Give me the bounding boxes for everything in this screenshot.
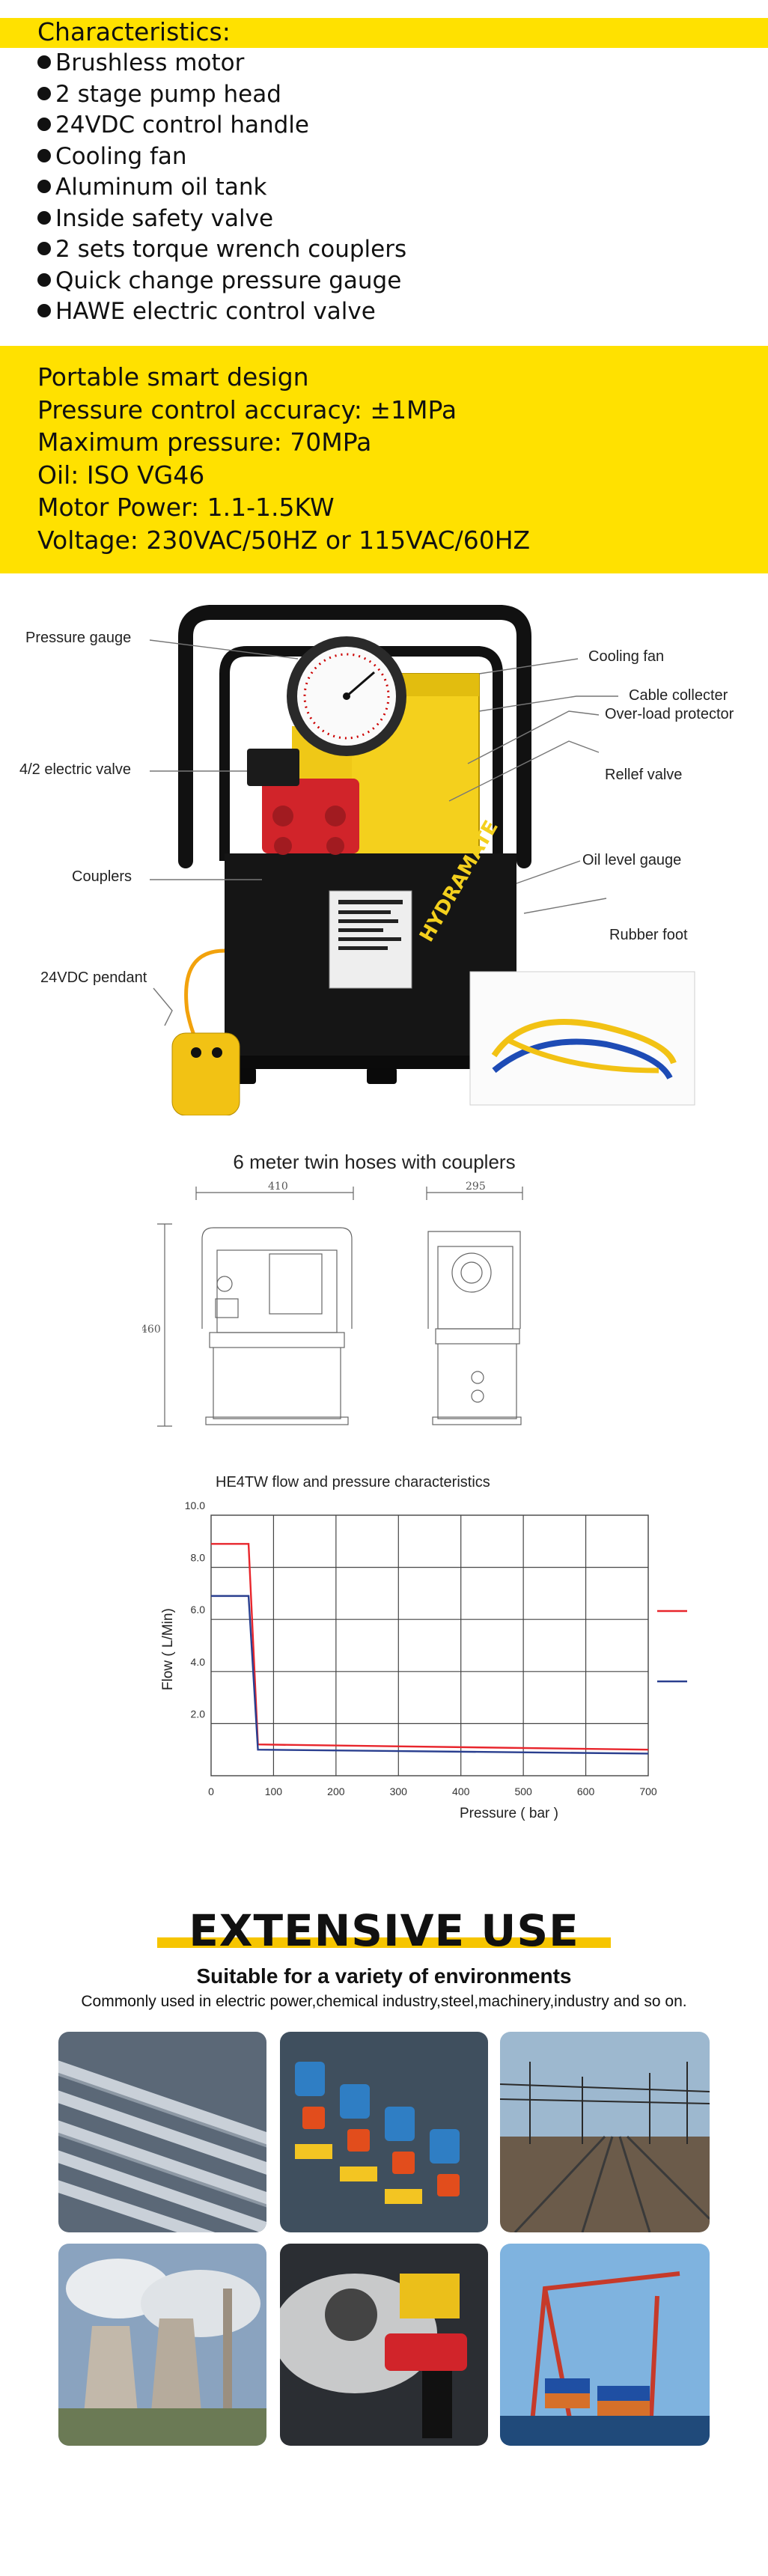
bullet-icon: [37, 148, 51, 162]
chart-ticks: 0 100 200 300 400 500 600 700 2.0 4.0 6.0 8.0 10.0: [185, 1499, 657, 1797]
series-line-he4tw: [211, 1595, 649, 1755]
bullet-icon: [37, 242, 51, 255]
photo-railway: [500, 2032, 710, 2232]
photo-pipes: [58, 2032, 266, 2232]
pendant-handset: [171, 1032, 240, 1115]
solenoid-valve: [247, 749, 299, 786]
y-tick-label: 4.0: [191, 1656, 206, 1668]
x-tick-label: 200: [327, 1785, 345, 1797]
callout-electric-valve: 4/2 electric valve: [19, 761, 131, 778]
x-tick-label: 700: [639, 1785, 657, 1797]
flow-pressure-chart: 0 100 200 300 400 500 600 700 2.0 4.0 6.0 8.0 10.0 F…: [160, 1499, 687, 1821]
bullet-icon: [37, 272, 51, 287]
bullet-icon: [37, 55, 51, 69]
spec-line: Motor Power: 1.1-1.5KW: [37, 493, 335, 522]
valve-manifold: [262, 779, 359, 853]
photo-valves: [280, 2032, 488, 2232]
y-tick-label: 2.0: [191, 1708, 206, 1720]
spec-line: Oil: ISO VG46: [37, 460, 205, 490]
callout-cooling-fan: Cooling fan: [588, 648, 664, 665]
y-tick-label: 8.0: [191, 1552, 206, 1564]
bullet-icon: [37, 304, 51, 317]
chart-legend: HE5TWHE4TW: [657, 1610, 687, 1683]
spec-line: Pressure control accuracy: ±1MPa: [37, 395, 457, 424]
dimension-height: 460: [142, 1324, 161, 1336]
dimension-width-side: 295: [466, 1181, 486, 1193]
y-tick-label: 10.0: [185, 1499, 205, 1511]
title-underline-bar: [157, 1937, 611, 1948]
x-tick-label: 600: [577, 1785, 595, 1797]
bullet-icon: [37, 180, 51, 193]
photo-power-plant: [58, 2244, 266, 2446]
spec-line: Maximum pressure: 70MPa: [37, 427, 372, 457]
characteristic-item: Inside safety valve: [37, 204, 406, 235]
callout-oil-level: Oil level gauge: [582, 852, 681, 868]
spec-panel: [0, 346, 768, 573]
extensive-use-title: EXTENSIVE USE: [189, 1905, 579, 1956]
dimension-width-front: 410: [268, 1181, 288, 1193]
callout-rubber-foot: Rubber foot: [609, 927, 688, 943]
chart-title: HE4TW flow and pressure characteristics: [216, 1474, 490, 1491]
characteristics-title: Characteristics:: [37, 17, 231, 46]
characteristics-header-bar: [0, 18, 768, 48]
characteristic-item: Aluminum oil tank: [37, 172, 406, 204]
callout-cable-collecter: Cable collecter: [629, 687, 728, 704]
y-tick-label: 6.0: [191, 1604, 206, 1616]
x-tick-label: 400: [452, 1785, 470, 1797]
characteristics-list: Brushless motor 2 stage pump head 24VDC …: [37, 48, 406, 328]
photo-worker-tool: [280, 2244, 488, 2446]
photo-port-cranes: [500, 2244, 710, 2446]
chart-x-label: Pressure ( bar ): [460, 1806, 558, 1821]
characteristic-item: HAWE electric control valve: [37, 296, 406, 328]
callout-relief-valve: Rellef valve: [605, 767, 682, 783]
spec-line: Portable smart design: [37, 362, 309, 392]
chart-grid: [210, 1514, 649, 1776]
extensive-use-subtitle: Suitable for a variety of environments: [196, 1964, 572, 1988]
characteristic-item: Brushless motor: [37, 48, 406, 79]
dimension-drawing: 410 295 460: [142, 1181, 523, 1427]
extensive-use-description: Commonly used in electric power,chemical…: [81, 1993, 687, 2010]
characteristic-item: Quick change pressure gauge: [37, 266, 406, 297]
callout-pressure-gauge: Pressure gauge: [25, 630, 131, 646]
hose-inset: [469, 971, 695, 1106]
characteristic-item: 2 sets torque wrench couplers: [37, 234, 406, 266]
spec-line: Voltage: 230VAC/50HZ or 115VAC/60HZ: [37, 525, 531, 555]
plot-frame: [210, 1514, 649, 1776]
bullet-icon: [37, 86, 51, 100]
bullet-icon: [37, 118, 51, 131]
callout-overload: Over-load protector: [605, 706, 734, 722]
callout-couplers: Couplers: [72, 868, 132, 885]
x-tick-label: 100: [265, 1785, 283, 1797]
x-tick-label: 0: [208, 1785, 214, 1797]
pump-illustration: HYDRAMATE Pressure gauge 4/2 electric va…: [19, 605, 734, 1115]
characteristic-item: 2 stage pump head: [37, 79, 406, 111]
characteristic-item: Cooling fan: [37, 141, 406, 173]
spec-list: Portable smart design Pressure control a…: [37, 361, 530, 556]
bullet-icon: [37, 210, 51, 225]
hose-caption: 6 meter twin hoses with couplers: [233, 1151, 516, 1173]
x-tick-label: 300: [390, 1785, 408, 1797]
chart-y-label: Flow ( L/Min): [160, 1608, 176, 1690]
chart-series: [211, 1543, 649, 1755]
series-line-he5tw: [211, 1543, 649, 1751]
characteristic-item: 24VDC control handle: [37, 110, 406, 141]
callout-pendant: 24VDC pendant: [40, 969, 147, 986]
x-tick-label: 500: [514, 1785, 532, 1797]
